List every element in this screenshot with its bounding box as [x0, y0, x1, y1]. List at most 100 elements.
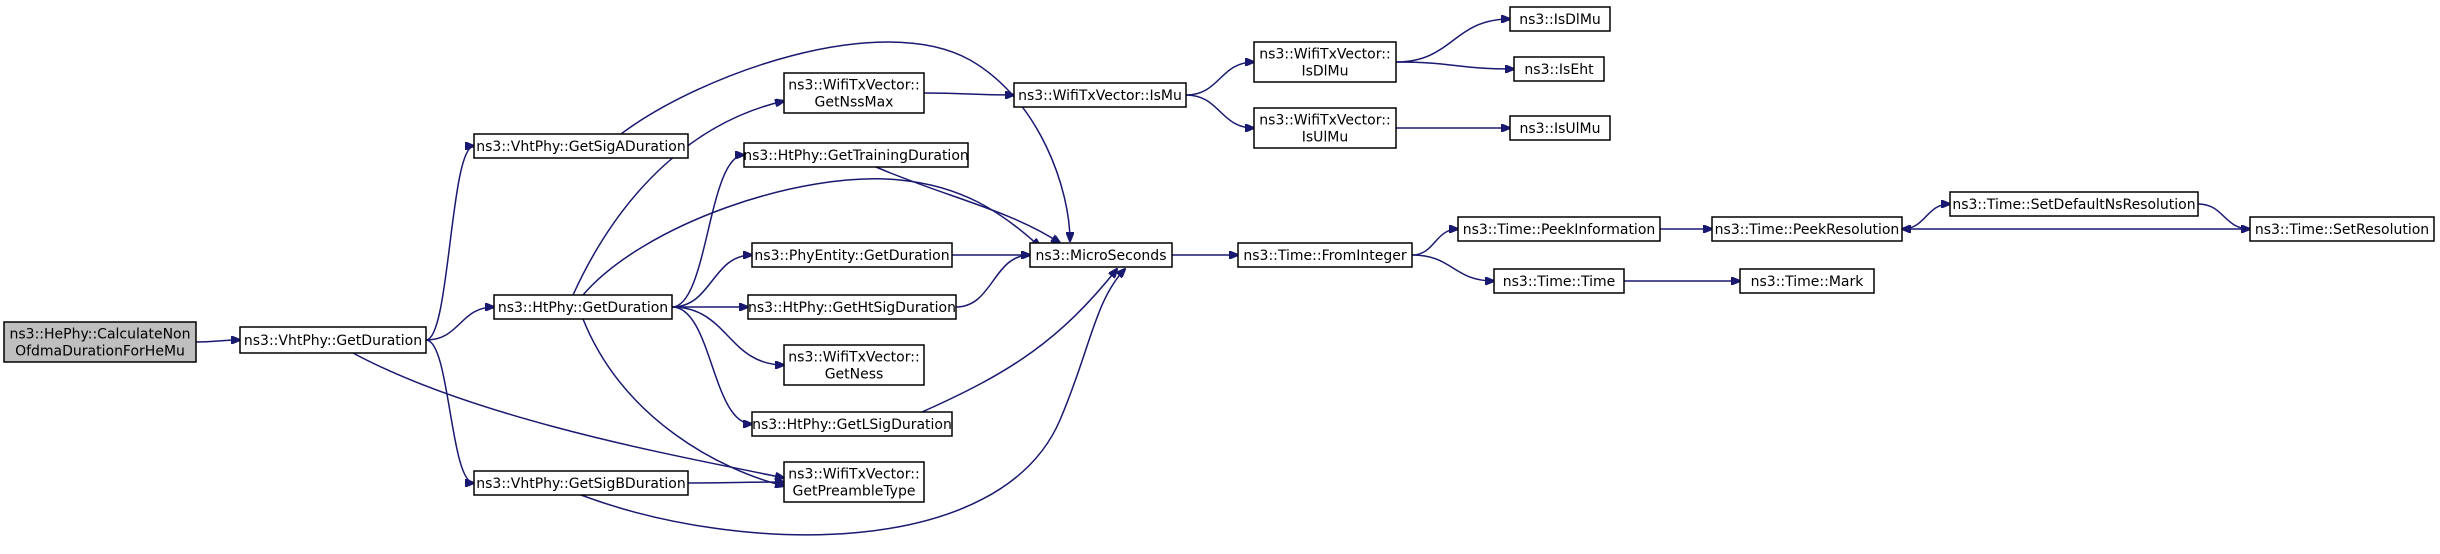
node-box: [1253, 107, 1397, 149]
node-wtv_nssmax[interactable]: ns3::WifiTxVector::GetNssMax: [783, 72, 925, 114]
node-label: GetPreambleType: [793, 484, 916, 500]
node-label: ns3::HtPhy::GetHtSigDuration: [748, 300, 956, 316]
node-label: ns3::HePhy::CalculateNon: [10, 327, 191, 343]
node-box: [1711, 216, 1903, 242]
node-label: GetNssMax: [815, 95, 894, 111]
node-box: [1029, 242, 1173, 268]
node-label: IsUlMu: [1302, 130, 1349, 146]
edge-ht_lsig-to-microseconds: [921, 269, 1117, 413]
node-ht_lsig[interactable]: ns3::HtPhy::GetLSigDuration: [751, 411, 953, 437]
edge-time_peekres-to-time_setdef: [1901, 204, 1950, 230]
node-time_setres[interactable]: ns3::Time::SetResolution: [2249, 216, 2435, 242]
edge-vht_getdur-to-vht_siga: [425, 146, 474, 341]
node-box: [1237, 242, 1413, 268]
edge-ht_training-to-microseconds: [875, 166, 1060, 243]
node-box: [1509, 6, 1611, 32]
node-box: [1493, 268, 1625, 294]
node-ht_training[interactable]: ns3::HtPhy::GetTrainingDuration: [743, 142, 969, 168]
edge-vht_getdur-to-ht_getdur: [425, 307, 494, 341]
edge-ht_getdur-to-microseconds: [582, 178, 1040, 296]
node-microseconds[interactable]: ns3::MicroSeconds: [1029, 242, 1173, 268]
edge-calc-to-vht_getdur: [195, 340, 240, 342]
node-label: ns3::PhyEntity::GetDuration: [754, 248, 949, 264]
node-label: ns3::WifiTxVector::: [788, 78, 919, 94]
node-label: GetNess: [825, 367, 884, 383]
node-time_peekinfo[interactable]: ns3::Time::PeekInformation: [1457, 216, 1661, 242]
node-box: [783, 461, 925, 503]
node-box: [473, 470, 689, 496]
node-box: [1739, 268, 1875, 294]
node-label: ns3::WifiTxVector::: [788, 350, 919, 366]
node-label: ns3::IsDlMu: [1519, 12, 1601, 28]
node-box: [747, 294, 957, 320]
node-label: ns3::HtPhy::GetTrainingDuration: [743, 148, 969, 164]
node-box: [1457, 216, 1661, 242]
edge-wtv_ismu-to-wtv_isdlmu: [1185, 62, 1254, 96]
node-time_peekres[interactable]: ns3::Time::PeekResolution: [1711, 216, 1903, 242]
node-wtv_ismu[interactable]: ns3::WifiTxVector::IsMu: [1013, 82, 1187, 108]
node-isulmu[interactable]: ns3::IsUlMu: [1509, 115, 1611, 141]
edge-wtv_isdlmu-to-iseht: [1395, 61, 1514, 69]
node-label: ns3::Time::FromInteger: [1243, 248, 1406, 264]
node-ht_getdur[interactable]: ns3::HtPhy::GetDuration: [493, 294, 673, 320]
edge-wtv_ismu-to-wtv_isulmu: [1185, 94, 1254, 128]
edge-time_setdef-to-time_setres: [2197, 203, 2250, 229]
edge-wtv_nssmax-to-wtv_ismu: [923, 93, 1014, 95]
node-time_fromint[interactable]: ns3::Time::FromInteger: [1237, 242, 1413, 268]
node-wtv_ness[interactable]: ns3::WifiTxVector::GetNess: [783, 344, 925, 386]
edge-ht_getdur-to-ht_lsig: [671, 306, 752, 424]
edge-vht_sigb-to-microseconds: [580, 269, 1125, 536]
node-box: [1253, 41, 1397, 83]
edge-ht_getdur-to-phyent_dur: [671, 255, 752, 308]
node-label: ns3::Time::Mark: [1751, 274, 1865, 290]
node-wtv_isulmu[interactable]: ns3::WifiTxVector::IsUlMu: [1253, 107, 1397, 149]
edge-ht_getdur-to-wtv_preamble: [582, 318, 784, 486]
node-box: [743, 142, 969, 168]
node-label: ns3::VhtPhy::GetSigBDuration: [476, 476, 686, 492]
node-label: ns3::IsEht: [1524, 62, 1594, 78]
node-label: ns3::WifiTxVector::: [788, 467, 919, 483]
node-box: [783, 344, 925, 386]
node-vht_getdur[interactable]: ns3::VhtPhy::GetDuration: [239, 326, 427, 354]
edge-ht_getdur-to-wtv_nssmax: [572, 101, 784, 296]
node-wtv_isdlmu[interactable]: ns3::WifiTxVector::IsDlMu: [1253, 41, 1397, 83]
node-box: [239, 326, 427, 354]
node-box: [1013, 82, 1187, 108]
node-calc[interactable]: ns3::HePhy::CalculateNonOfdmaDurationFor…: [3, 321, 197, 363]
node-box: [1513, 56, 1605, 82]
node-box: [1509, 115, 1611, 141]
node-label: ns3::HtPhy::GetLSigDuration: [752, 417, 952, 433]
node-box: [2249, 216, 2435, 242]
node-label: IsDlMu: [1301, 64, 1348, 80]
node-label: ns3::WifiTxVector::IsMu: [1018, 88, 1182, 104]
node-label: ns3::VhtPhy::GetSigADuration: [476, 139, 685, 155]
edges-layer: [195, 19, 2250, 536]
node-label: ns3::Time::SetResolution: [2255, 222, 2429, 238]
node-label: ns3::Time::Time: [1503, 274, 1615, 290]
node-isdlmu[interactable]: ns3::IsDlMu: [1509, 6, 1611, 32]
edge-ht_htsig-to-microseconds: [955, 255, 1030, 308]
edge-time_fromint-to-time_time: [1411, 254, 1494, 281]
edge-vht_getdur-to-wtv_preamble: [352, 352, 784, 478]
node-phyent_dur[interactable]: ns3::PhyEntity::GetDuration: [751, 242, 953, 268]
node-box: [751, 411, 953, 437]
node-time_setdef[interactable]: ns3::Time::SetDefaultNsResolution: [1949, 191, 2199, 217]
node-box: [783, 72, 925, 114]
edge-vht_getdur-to-vht_sigb: [425, 339, 474, 483]
node-label: ns3::WifiTxVector::: [1259, 113, 1390, 129]
node-vht_siga[interactable]: ns3::VhtPhy::GetSigADuration: [473, 133, 689, 159]
node-wtv_preamble[interactable]: ns3::WifiTxVector::GetPreambleType: [783, 461, 925, 503]
node-time_mark[interactable]: ns3::Time::Mark: [1739, 268, 1875, 294]
node-label: ns3::Time::PeekInformation: [1463, 222, 1656, 238]
node-iseht[interactable]: ns3::IsEht: [1513, 56, 1605, 82]
node-box: [493, 294, 673, 320]
node-ht_htsig[interactable]: ns3::HtPhy::GetHtSigDuration: [747, 294, 957, 320]
node-label: ns3::WifiTxVector::: [1259, 47, 1390, 63]
node-time_time[interactable]: ns3::Time::Time: [1493, 268, 1625, 294]
node-vht_sigb[interactable]: ns3::VhtPhy::GetSigBDuration: [473, 470, 689, 496]
node-box: [473, 133, 689, 159]
node-label: ns3::Time::PeekResolution: [1715, 222, 1900, 238]
node-box: [3, 321, 197, 363]
node-label: ns3::Time::SetDefaultNsResolution: [1952, 197, 2195, 213]
